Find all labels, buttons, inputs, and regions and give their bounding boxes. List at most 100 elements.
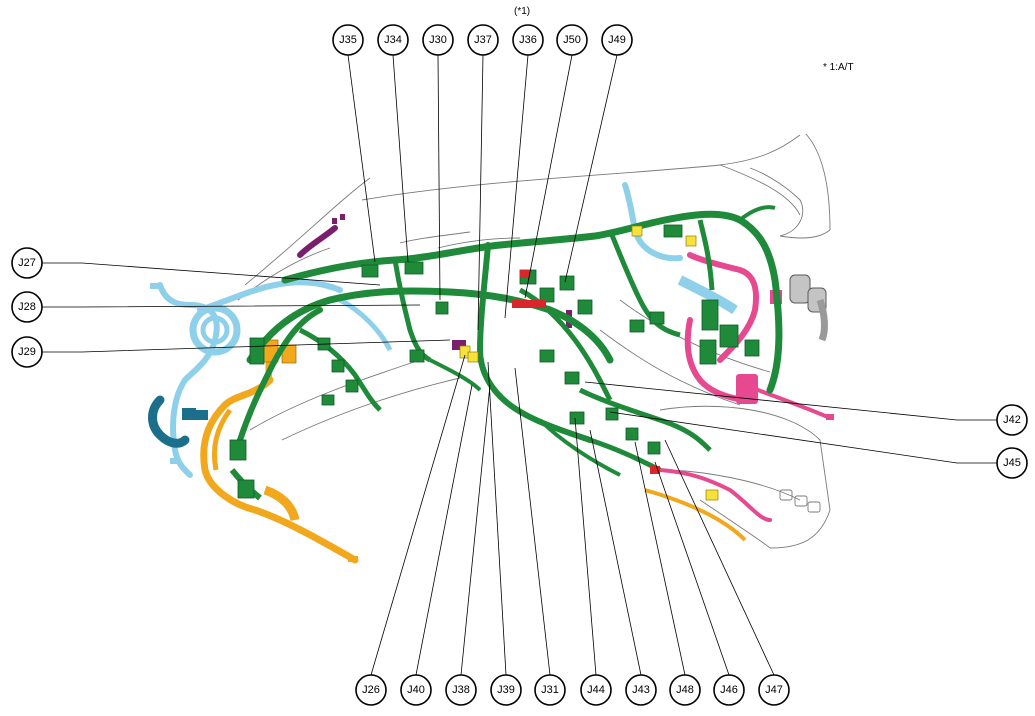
callout-circle xyxy=(11,336,43,368)
callout-circle xyxy=(669,674,701,706)
leader-line-j39 xyxy=(487,361,507,676)
callout-circle xyxy=(601,24,633,56)
callout-j35: J35 xyxy=(332,24,364,56)
callout-label: J38 xyxy=(452,684,470,696)
j36-note-text: (*1) xyxy=(514,6,530,17)
callout-label: J47 xyxy=(765,684,783,696)
callout-j49: J49 xyxy=(601,24,633,56)
callout-j34: J34 xyxy=(377,24,409,56)
callout-circle xyxy=(445,674,477,706)
green-main-harness xyxy=(229,205,783,501)
callout-j48: J48 xyxy=(669,674,701,706)
callout-circle xyxy=(355,674,387,706)
leader-line-j42 xyxy=(584,381,997,421)
yellow-connectors xyxy=(459,225,719,501)
callout-circle xyxy=(512,24,544,56)
callout-label: J36 xyxy=(519,34,537,46)
footnote-text: * 1:A/T xyxy=(823,62,854,73)
callout-label: J42 xyxy=(1003,414,1021,426)
callout-circle xyxy=(377,24,409,56)
teal-harness xyxy=(148,395,208,448)
callout-j31: J31 xyxy=(534,674,566,706)
leader-line-j29 xyxy=(42,339,451,353)
callout-label: J49 xyxy=(608,34,626,46)
callout-j39: J39 xyxy=(490,674,522,706)
callout-circle xyxy=(580,674,612,706)
callout-label: J37 xyxy=(474,34,492,46)
leader-line-j37 xyxy=(477,54,484,331)
callout-label: J31 xyxy=(541,684,559,696)
callout-circle xyxy=(422,24,454,56)
orange-harness xyxy=(200,339,747,564)
leader-lines xyxy=(42,54,997,676)
callout-label: J39 xyxy=(497,684,515,696)
callout-label: J44 xyxy=(587,684,605,696)
leader-line-j26 xyxy=(370,354,466,676)
callout-circle xyxy=(400,674,432,706)
callout-label: J45 xyxy=(1003,457,1021,469)
leader-line-j27 xyxy=(42,262,381,286)
callout-label: J43 xyxy=(632,684,650,696)
callout-label: J30 xyxy=(429,34,447,46)
callout-label: J35 xyxy=(339,34,357,46)
callout-circle xyxy=(996,404,1028,436)
leader-line-j48 xyxy=(634,441,686,676)
callout-circle xyxy=(534,674,566,706)
callout-j36: J36 xyxy=(512,24,544,56)
callout-circle xyxy=(490,674,522,706)
callout-label: J46 xyxy=(720,684,738,696)
callout-label: J48 xyxy=(676,684,694,696)
leader-line-j40 xyxy=(415,384,473,676)
leader-line-j30 xyxy=(437,54,441,301)
leader-line-j46 xyxy=(654,461,730,676)
callout-circle xyxy=(713,674,745,706)
callout-j40: J40 xyxy=(400,674,432,706)
leader-line-j36 xyxy=(504,54,529,319)
callout-j42: J42 xyxy=(996,404,1028,436)
callout-j26: J26 xyxy=(355,674,387,706)
callout-j38: J38 xyxy=(445,674,477,706)
callout-j46: J46 xyxy=(713,674,745,706)
callout-j47: J47 xyxy=(758,674,790,706)
callout-j43: J43 xyxy=(625,674,657,706)
leader-line-j50 xyxy=(524,54,573,299)
leader-line-j38 xyxy=(460,384,491,676)
callout-j27: J27 xyxy=(11,247,43,279)
callout-j37: J37 xyxy=(467,24,499,56)
callout-circle xyxy=(996,447,1028,479)
callout-j29: J29 xyxy=(11,336,43,368)
leader-line-j44 xyxy=(574,417,597,676)
gray-component xyxy=(789,274,828,342)
callout-label: J28 xyxy=(18,301,36,313)
leader-line-j34 xyxy=(392,54,409,263)
leader-line-j31 xyxy=(514,367,551,676)
callout-label: J34 xyxy=(384,34,402,46)
callout-label: J27 xyxy=(18,257,36,269)
callout-j30: J30 xyxy=(422,24,454,56)
red-connectors xyxy=(512,270,660,474)
callout-circle xyxy=(467,24,499,56)
leader-line-j49 xyxy=(564,54,618,283)
leader-line-j28 xyxy=(42,304,421,308)
callout-label: J29 xyxy=(18,346,36,358)
callout-j50: J50 xyxy=(556,24,588,56)
callout-j45: J45 xyxy=(996,447,1028,479)
leader-line-j45 xyxy=(609,411,997,464)
light-blue-harness xyxy=(150,182,738,478)
callout-circle xyxy=(11,291,43,323)
callout-label: J40 xyxy=(407,684,425,696)
callout-circle xyxy=(11,247,43,279)
callout-circle xyxy=(556,24,588,56)
callout-circle xyxy=(332,24,364,56)
leader-line-j35 xyxy=(347,54,376,263)
callout-j28: J28 xyxy=(11,291,43,323)
callout-j44: J44 xyxy=(580,674,612,706)
leader-line-j43 xyxy=(589,429,642,676)
callout-circle xyxy=(758,674,790,706)
leader-line-j47 xyxy=(664,439,775,676)
callout-label: J26 xyxy=(362,684,380,696)
callout-label: J50 xyxy=(563,34,581,46)
callout-circle xyxy=(625,674,657,706)
